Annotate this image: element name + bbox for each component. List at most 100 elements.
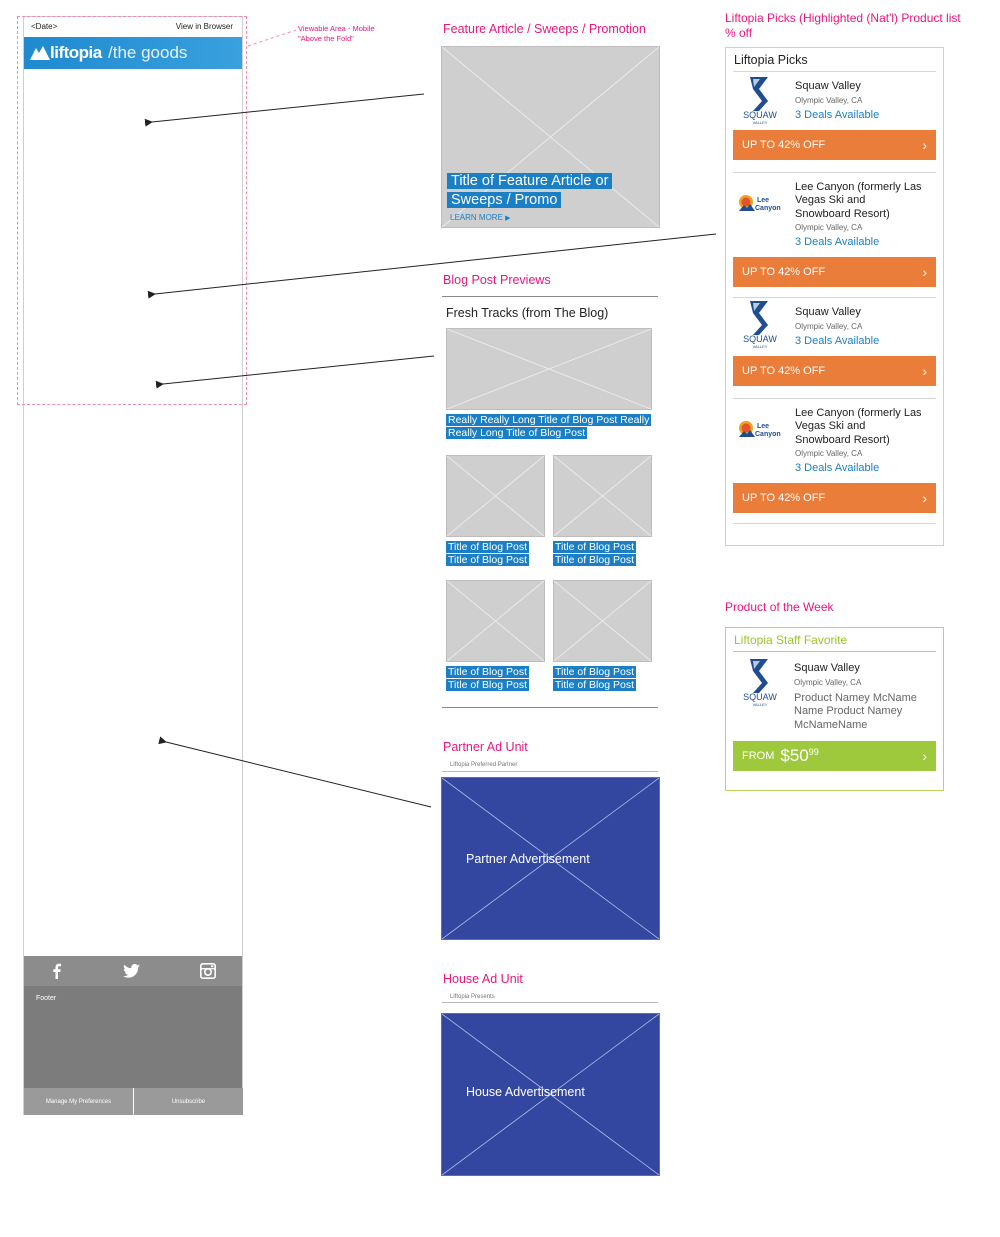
instagram-icon[interactable] <box>200 963 216 979</box>
image-placeholder-icon <box>442 778 659 939</box>
pick-divider <box>733 297 936 298</box>
partner-ad-rule <box>442 771 658 772</box>
blog-post-title[interactable]: Title of Blog Post Title of Blog Post <box>446 541 529 568</box>
blog-main-title[interactable]: Really Really Long Title of Blog Post Re… <box>446 414 660 441</box>
chevron-right-icon: › <box>922 490 927 506</box>
picks-title-divider <box>733 71 936 72</box>
potw-location: Olympic Valley, CA <box>794 678 862 687</box>
picks-card-title: Liftopia Picks <box>734 53 808 67</box>
potw-product-name: Product Namey McName Name Product Namey … <box>794 692 917 732</box>
discount-button[interactable]: UP TO 42% OFF › <box>733 130 936 160</box>
feature-title[interactable]: Title of Feature Article or Sweeps / Pro… <box>447 172 637 209</box>
viewable-area-outline <box>17 16 247 405</box>
deals-available-link[interactable]: 3 Deals Available <box>795 462 880 474</box>
resort-name: Squaw Valley <box>795 306 861 318</box>
feature-image-placeholder[interactable]: Title of Feature Article or Sweeps / Pro… <box>441 46 660 228</box>
blog-post-title-line2: Title of Blog Post <box>553 554 636 567</box>
viewable-area-note-line2: "Above the Fold" <box>298 33 354 43</box>
discount-button[interactable]: UP TO 42% OFF › <box>733 356 936 386</box>
squaw-valley-logo: SQUAW VALLEY <box>743 301 777 349</box>
feature-title-line1: Title of Feature Article or <box>447 173 613 189</box>
viewable-area-note: Viewable Area - Mobile "Above the Fold" <box>298 24 375 44</box>
blog-post-image-placeholder[interactable] <box>446 455 545 537</box>
picks-section-title-line2: % off <box>725 26 753 40</box>
svg-text:Lee: Lee <box>757 197 769 204</box>
squaw-valley-logo: SQUAW VALLEY <box>743 659 777 707</box>
blog-post-image-placeholder[interactable] <box>446 580 545 662</box>
blog-post-image-placeholder[interactable] <box>553 580 652 662</box>
discount-button[interactable]: UP TO 42% OFF › <box>733 257 936 287</box>
resort-name-line2: Vegas Ski and <box>795 194 866 207</box>
feature-section-title: Feature Article / Sweeps / Promotion <box>443 22 646 36</box>
mountain-logo-icon <box>30 46 50 60</box>
blog-main-title-line1: Really Really Long Title of Blog Post Re… <box>446 414 652 426</box>
pick-divider <box>733 398 936 399</box>
blog-main-image-placeholder[interactable] <box>446 328 652 410</box>
twitter-icon[interactable] <box>123 964 140 978</box>
house-ad-unit[interactable]: House Advertisement <box>441 1013 660 1176</box>
blog-post-title-line2: Title of Blog Post <box>446 554 529 567</box>
brand-header[interactable]: liftopia /the goods <box>24 37 242 69</box>
potw-resort-name: Squaw Valley <box>794 662 860 674</box>
manage-preferences-button[interactable]: Manage My Preferences <box>24 1088 133 1115</box>
resort-name: Lee Canyon (formerly Las Vegas Ski and S… <box>795 407 922 447</box>
triangle-right-icon: ▶ <box>505 215 511 222</box>
blog-main-title-line2: Really Long Title of Blog Post <box>446 427 588 440</box>
view-in-browser-link[interactable]: View in Browser <box>175 22 233 31</box>
picks-section-title-line1: Liftopia Picks (Highlighted (Nat'l) Prod… <box>725 11 961 25</box>
unsubscribe-button[interactable]: Unsubscribe <box>134 1088 243 1115</box>
deals-available-link[interactable]: 3 Deals Available <box>795 236 880 248</box>
discount-button[interactable]: UP TO 42% OFF › <box>733 483 936 513</box>
house-ad-rule <box>442 1002 658 1003</box>
potw-product-line1: Product Namey McName <box>794 692 917 704</box>
price-value: $50 <box>780 746 809 765</box>
social-bar <box>24 956 242 986</box>
liftopia-picks-card: Liftopia Picks SQUAW VALLEY Squaw Valley… <box>725 47 944 546</box>
partner-ad-unit[interactable]: Partner Advertisement <box>441 777 660 940</box>
chevron-right-icon: › <box>922 363 927 379</box>
staff-favorite-divider <box>733 651 936 652</box>
potw-product-line2: Name Product Namey <box>794 705 903 718</box>
partner-ad-sublabel: Liftopia Preferred Partner <box>450 762 518 768</box>
discount-label: UP TO 42% OFF <box>742 365 826 377</box>
footer: Footer <box>24 986 242 1088</box>
blog-post-title-line1: Title of Blog Post <box>553 666 636 678</box>
learn-more-link[interactable]: LEARN MORE ▶ <box>450 213 511 222</box>
blog-post-title-line1: Title of Blog Post <box>446 666 529 678</box>
partner-ad-section-title: Partner Ad Unit <box>443 740 528 754</box>
blog-header: Fresh Tracks (from The Blog) <box>446 306 609 320</box>
resort-name-line1: Lee Canyon (formerly Las <box>795 407 922 419</box>
resort-name: Lee Canyon (formerly Las Vegas Ski and S… <box>795 181 922 221</box>
blog-section-title: Blog Post Previews <box>443 273 551 287</box>
image-placeholder-icon <box>442 1014 659 1175</box>
image-placeholder-icon <box>447 581 544 661</box>
blog-post-title-line2: Title of Blog Post <box>553 679 636 692</box>
image-placeholder-icon <box>554 456 651 536</box>
resort-name-line3: Snowboard Resort) <box>795 433 890 446</box>
footer-label: Footer <box>36 995 57 1002</box>
blog-post-title[interactable]: Title of Blog Post Title of Blog Post <box>553 666 636 693</box>
svg-text:VALLEY: VALLEY <box>753 702 768 707</box>
house-ad-label: House Advertisement <box>466 1085 585 1099</box>
resort-name: Squaw Valley <box>795 80 861 92</box>
pick-divider <box>733 523 936 524</box>
deals-available-link[interactable]: 3 Deals Available <box>795 109 880 121</box>
blog-post-title[interactable]: Title of Blog Post Title of Blog Post <box>446 666 529 693</box>
staff-favorite-card[interactable]: Liftopia Staff Favorite SQUAW VALLEY Squ… <box>725 627 944 791</box>
price-button[interactable]: FROM $50 99 › <box>733 741 936 771</box>
house-ad-section-title: House Ad Unit <box>443 972 523 986</box>
chevron-right-icon: › <box>922 137 927 153</box>
pick-divider <box>733 172 936 173</box>
svg-text:SQUAW: SQUAW <box>743 334 777 344</box>
blog-post-title[interactable]: Title of Blog Post Title of Blog Post <box>553 541 636 568</box>
blog-post-image-placeholder[interactable] <box>553 455 652 537</box>
svg-text:Lee: Lee <box>757 423 769 430</box>
svg-text:Canyon: Canyon <box>755 431 781 438</box>
resort-name-line1: Lee Canyon (formerly Las <box>795 181 922 193</box>
deals-available-link[interactable]: 3 Deals Available <box>795 335 880 347</box>
discount-label: UP TO 42% OFF <box>742 266 826 278</box>
resort-location: Olympic Valley, CA <box>795 322 863 331</box>
blog-post-title-line1: Title of Blog Post <box>553 541 636 553</box>
facebook-icon[interactable] <box>52 963 61 979</box>
house-ad-sublabel: Liftopia Presents <box>450 994 495 1000</box>
